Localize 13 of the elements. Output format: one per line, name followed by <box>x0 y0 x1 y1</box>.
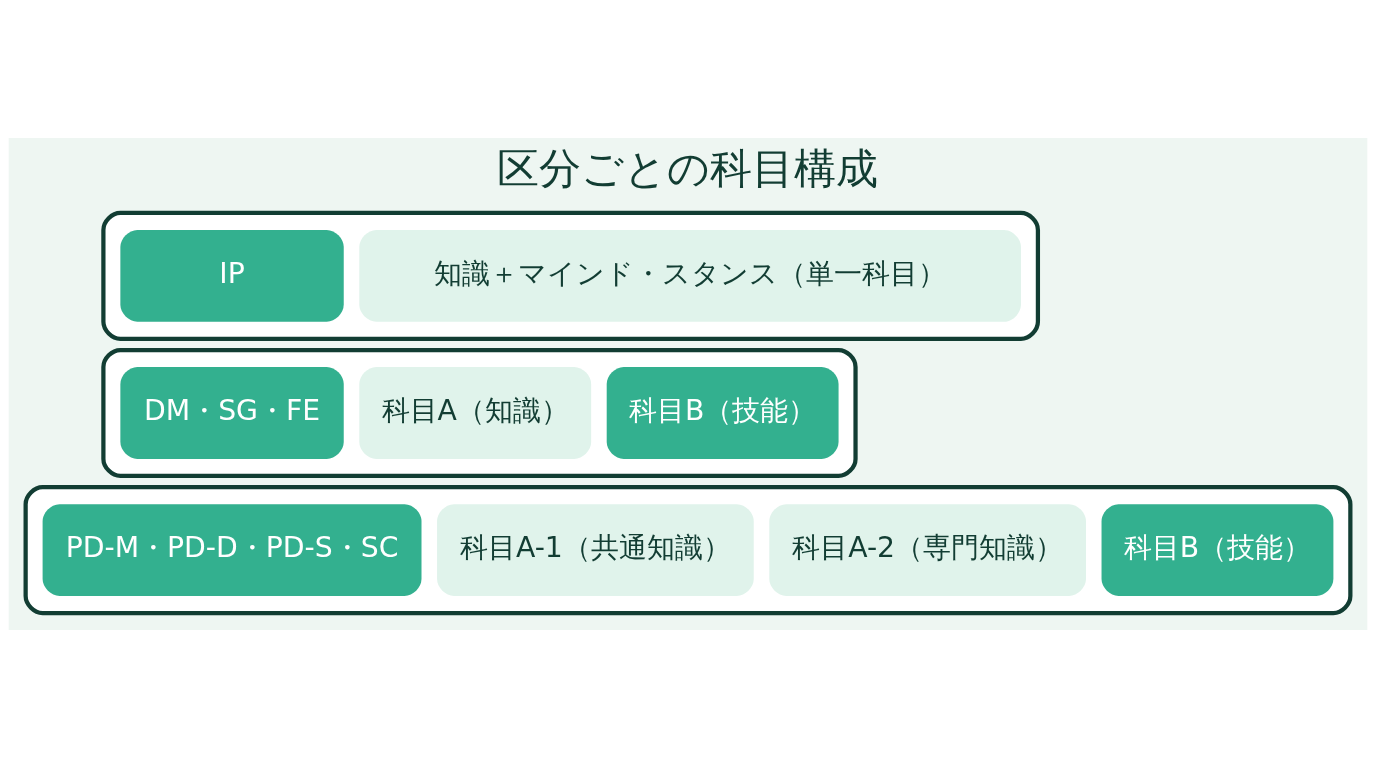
node-box: 知識＋マインド・スタンス（単一科目） <box>359 229 1021 322</box>
node-box: IP <box>120 229 344 322</box>
node-box: 科目B（技能） <box>1101 504 1334 597</box>
cluster <box>101 210 1041 341</box>
cluster <box>23 485 1353 616</box>
cluster <box>101 347 858 478</box>
node-box: 科目A-2（専門知識） <box>769 504 1086 597</box>
node-box: 科目A（知識） <box>359 367 592 459</box>
diagram-title: 区分ごとの科目構成 <box>497 144 879 194</box>
node-box: 科目B（技能） <box>606 367 839 459</box>
node-box: PD-M・PD-D・PD-S・SC <box>42 504 422 597</box>
node-box: 科目A-1（共通知識） <box>437 504 754 597</box>
node-box: DM・SG・FE <box>120 367 344 459</box>
